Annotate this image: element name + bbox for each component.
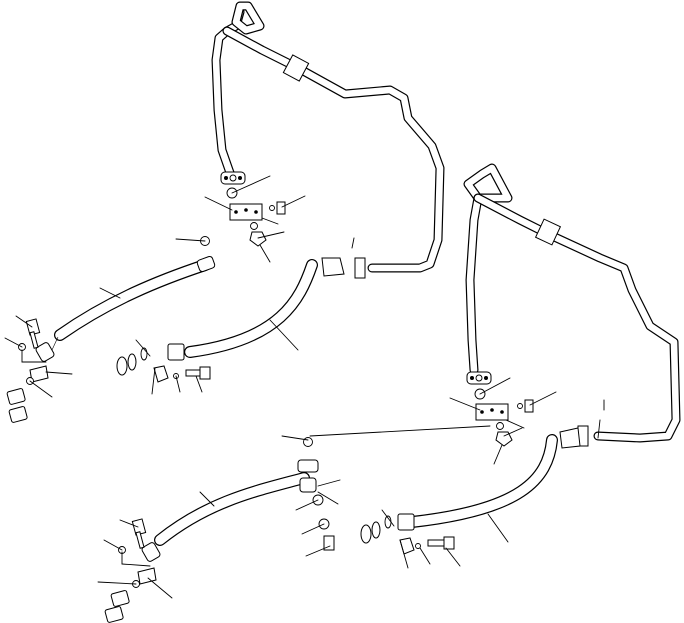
assembly-1	[4, 1, 445, 423]
elbow-fitting-1	[249, 231, 267, 247]
parts-lower-left-2	[104, 518, 157, 623]
parts-lower-left-1	[6, 318, 49, 423]
o-ring-1b	[250, 222, 258, 230]
flange-upper-2	[466, 371, 492, 385]
fitting-valve-1	[269, 201, 286, 215]
fitting-valve-2	[517, 399, 534, 413]
rigid-pipe-2	[463, 163, 681, 447]
hose-4	[397, 427, 581, 531]
o-ring-2c	[303, 437, 313, 447]
assembly-2	[97, 163, 681, 623]
o-ring-2b	[496, 422, 504, 430]
hose-1	[35, 255, 216, 362]
parts-middle-2	[312, 494, 335, 551]
leader-lines-2	[97, 377, 605, 599]
pipe-clamp-2	[534, 218, 562, 246]
hose-2	[167, 257, 345, 361]
parts-hose-4-end	[360, 515, 455, 555]
hose-3	[141, 459, 319, 562]
elbow-fitting-2	[495, 431, 513, 447]
flange-upper-1	[220, 171, 246, 185]
valve-block-1	[229, 203, 263, 221]
rigid-pipe-1	[211, 1, 445, 279]
pipe-fitting-end-1	[354, 257, 366, 279]
leader-lines-1	[4, 175, 355, 398]
parts-hose-2-end	[116, 347, 211, 383]
valve-block-2	[475, 403, 509, 421]
pipe-clamp-1	[282, 54, 310, 82]
